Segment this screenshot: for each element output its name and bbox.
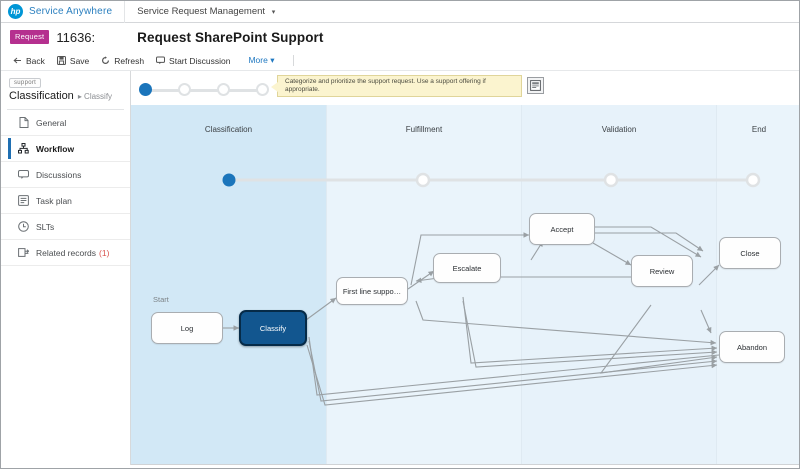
discussion-icon (18, 169, 29, 180)
phase-stepper-strip: Categorize and prioritize the support re… (131, 71, 799, 105)
status-strip (1, 465, 799, 468)
sidebar-item-label: General (36, 117, 67, 128)
swimlane-label: Validation (601, 125, 637, 134)
arrow-left-icon (13, 56, 22, 65)
sidebar-item-label: Discussions (36, 169, 82, 180)
save-button[interactable]: Save (56, 55, 90, 66)
record-toolbar: Back Save Refresh Start Discussion More … (1, 51, 799, 71)
workflow-node-log[interactable]: Log (151, 312, 223, 344)
refresh-button[interactable]: Refresh (101, 56, 144, 66)
more-label: More (248, 55, 268, 65)
document-icon (18, 117, 29, 128)
back-button[interactable]: Back (13, 56, 45, 66)
toolbar-divider (292, 55, 294, 66)
left-navigation-pane: support Classification ▸ Classify Genera… (1, 71, 131, 468)
workflow-node-accept[interactable]: Accept (529, 213, 595, 245)
record-type-badge: Request (10, 30, 50, 44)
workflow-node-close[interactable]: Close (719, 237, 781, 269)
start-label: Start (153, 295, 169, 304)
sidebar-item-task-plan[interactable]: Task plan (1, 188, 130, 214)
sidebar-item-label: Related records (36, 247, 97, 258)
workflow-diagram-canvas[interactable]: Classification Fulfillment Validation En… (131, 105, 799, 465)
module-label: Service Request Management (137, 6, 266, 17)
back-label: Back (26, 55, 45, 66)
related-records-count: (1) (99, 247, 110, 258)
swimlane-label: Fulfillment (405, 125, 443, 134)
swimlane-end: End (716, 105, 799, 464)
chevron-down-icon: ▾ (271, 9, 276, 16)
nav-divider (124, 1, 126, 23)
workflow-node-classify[interactable]: Classify (239, 310, 307, 346)
stepper-dot-4[interactable] (256, 83, 269, 96)
start-discussion-label: Start Discussion (169, 55, 231, 66)
context-tag: support (9, 78, 42, 88)
breadcrumb-phase: Classification (9, 90, 74, 102)
record-header: Request 11636: Request SharePoint Suppor… (1, 23, 799, 51)
sidebar-item-label: SLTs (36, 221, 55, 232)
section-nav-list: General Workflow Discussions Task plan (1, 110, 130, 266)
save-disk-icon (56, 56, 66, 65)
sidebar-item-label: Task plan (36, 195, 72, 206)
start-discussion-button[interactable]: Start Discussion (156, 56, 230, 66)
refresh-icon (101, 56, 110, 65)
divider (7, 109, 124, 110)
form-layout-icon[interactable] (527, 77, 544, 94)
step-hint-text: Categorize and prioritize the support re… (285, 78, 486, 93)
clock-icon (18, 221, 29, 232)
swimlane-classification: Classification (131, 105, 326, 464)
refresh-label: Refresh (114, 55, 145, 66)
stepper-track (146, 89, 261, 92)
related-records-icon (18, 247, 29, 258)
brand-label: Service Anywhere (29, 6, 113, 17)
workflow-node-escalate[interactable]: Escalate (433, 253, 501, 283)
sidebar-item-slts[interactable]: SLTs (1, 214, 130, 240)
sidebar-item-workflow[interactable]: Workflow (1, 136, 130, 162)
stepper-dot-2[interactable] (178, 83, 191, 96)
phase-stepper (139, 83, 269, 97)
record-id: 11636: (56, 29, 96, 45)
breadcrumb-step: ▸ Classify (77, 92, 113, 101)
breadcrumb: Classification ▸ Classify (9, 90, 130, 102)
top-navigation-bar: hp Service Anywhere Service Request Mana… (1, 1, 799, 23)
task-plan-icon (18, 195, 29, 206)
workflow-edges (223, 226, 720, 406)
stepper-dot-1[interactable] (139, 83, 152, 96)
swimlane-label: End (751, 125, 767, 134)
page-title: Request SharePoint Support (137, 29, 324, 45)
hp-logo-text: hp (10, 6, 21, 16)
chevron-down-icon: ▾ (270, 55, 275, 65)
sidebar-item-related-records[interactable]: Related records (1) (1, 240, 130, 266)
workflow-node-review[interactable]: Review (631, 255, 693, 287)
stepper-dot-3[interactable] (217, 83, 230, 96)
module-selector[interactable]: Service Request Management ▾ (137, 6, 275, 17)
phase-progress-rail (222, 172, 761, 188)
sidebar-item-label: Workflow (36, 143, 75, 154)
save-label: Save (69, 55, 90, 66)
more-menu-button[interactable]: More ▾ (248, 55, 274, 66)
swimlane-label: Classification (204, 125, 253, 134)
discussion-bubble-icon (156, 56, 166, 65)
workflow-node-abandon[interactable]: Abandon (719, 331, 785, 363)
sidebar-item-general[interactable]: General (1, 110, 130, 136)
step-hint-callout: Categorize and prioritize the support re… (271, 75, 522, 97)
workflow-icon (18, 143, 29, 154)
workflow-node-first-line-support[interactable]: First line suppo… (336, 277, 408, 305)
sidebar-item-discussions[interactable]: Discussions (1, 162, 130, 188)
hp-logo-icon: hp (8, 4, 23, 19)
